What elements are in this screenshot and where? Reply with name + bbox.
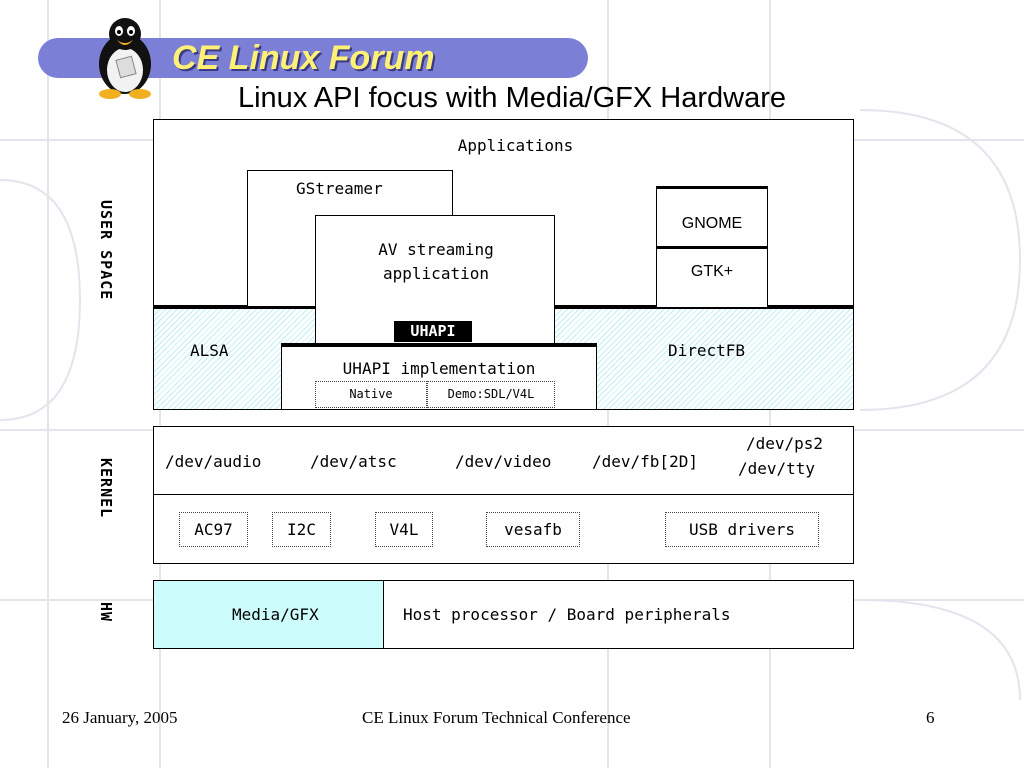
page-title: Linux API focus with Media/GFX Hardware xyxy=(237,82,786,114)
dev-video-label: /dev/video xyxy=(455,452,552,471)
kernel-label: KERNEL xyxy=(97,458,115,519)
av-streaming-label: AV streaming application xyxy=(378,240,494,283)
media-gfx-label: Media/GFX xyxy=(232,605,319,624)
dev-audio-label: /dev/audio xyxy=(165,452,262,471)
demo-sdl-v4l-box: Demo:SDL/V4L xyxy=(427,381,555,408)
logo-text: CE Linux Forum xyxy=(172,39,435,77)
kernel-divider xyxy=(153,494,854,495)
ac97-box: AC97 xyxy=(179,512,248,547)
media-gfx-box xyxy=(154,581,384,648)
dev-tty-label: /dev/tty xyxy=(738,459,816,478)
dev-atsc-label: /dev/atsc xyxy=(310,452,397,471)
uhapi-impl-top-bar xyxy=(281,343,597,347)
penguin-logo-icon xyxy=(99,18,151,99)
gnome-box: GNOME GTK+ xyxy=(656,186,768,308)
user-space-label: USER SPACE xyxy=(97,200,115,301)
i2c-box: I2C xyxy=(272,512,331,547)
gtk-label: GTK+ xyxy=(690,263,734,280)
gstreamer-label: GStreamer xyxy=(296,179,383,198)
alsa-label: ALSA xyxy=(190,341,229,360)
directfb-label: DirectFB xyxy=(668,341,746,360)
native-box: Native xyxy=(315,381,427,408)
hw-label: HW xyxy=(97,602,115,623)
footer-conference: CE Linux Forum Technical Conference xyxy=(362,708,631,727)
gnome-label: GNOME xyxy=(681,215,743,232)
uhapi-badge: UHAPI xyxy=(394,321,472,342)
gnome-gtk-divider xyxy=(657,246,767,249)
uhapi-impl-label: UHAPI implementation xyxy=(342,359,536,378)
applications-label: Applications xyxy=(457,136,574,155)
footer-date: 26 January, 2005 xyxy=(62,708,178,727)
dev-ps2-label: /dev/ps2 xyxy=(746,434,824,453)
usb-drivers-box: USB drivers xyxy=(665,512,819,547)
footer-page-number: 6 xyxy=(926,708,935,727)
dev-fb-label: /dev/fb[2D] xyxy=(592,452,698,471)
vesafb-box: vesafb xyxy=(486,512,580,547)
v4l-box: V4L xyxy=(375,512,433,547)
host-processor-label: Host processor / Board peripherals xyxy=(403,605,731,624)
